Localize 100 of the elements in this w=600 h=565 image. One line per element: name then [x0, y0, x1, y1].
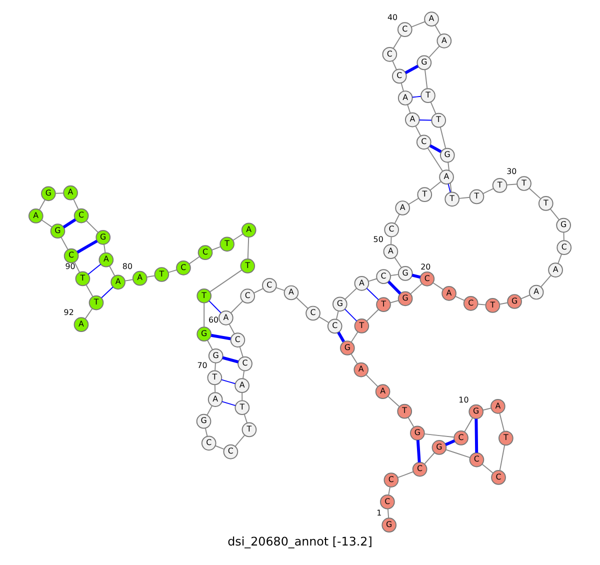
connector — [474, 418, 478, 453]
connector — [214, 384, 216, 393]
connector — [424, 69, 428, 90]
connector — [204, 428, 208, 437]
node-circle: C — [420, 271, 435, 286]
connector — [88, 264, 102, 275]
node-circle: A — [28, 208, 44, 224]
connector — [506, 184, 518, 186]
connector — [146, 275, 156, 278]
node-label: 70 — [197, 361, 208, 370]
node-circle: A — [398, 90, 413, 106]
connector — [390, 236, 392, 246]
node-circle: T — [469, 189, 484, 204]
connector — [407, 104, 411, 114]
connector — [415, 126, 422, 136]
node-circle: C — [384, 472, 399, 488]
connector — [344, 288, 358, 300]
node-circle: T — [417, 187, 432, 202]
connector — [350, 331, 358, 342]
connector — [86, 284, 94, 297]
node-circle: G — [196, 326, 212, 342]
connector — [55, 192, 64, 194]
node-circle: G — [96, 230, 111, 245]
node-circle: T — [234, 400, 250, 416]
connector — [234, 434, 246, 447]
node-circle: A — [395, 200, 410, 216]
node-circle: A — [375, 384, 390, 400]
connector — [448, 183, 451, 193]
node-label: 60 — [208, 315, 219, 324]
connector — [222, 401, 236, 406]
connector — [445, 439, 456, 446]
connector — [41, 220, 52, 228]
node-circle: C — [240, 288, 256, 304]
connector — [366, 309, 379, 322]
node-circle: G — [468, 404, 484, 420]
connector — [221, 379, 236, 384]
connector — [408, 198, 420, 205]
connector — [388, 396, 400, 407]
connector — [499, 444, 506, 472]
connector — [424, 433, 454, 438]
connector — [109, 266, 116, 276]
connector — [244, 414, 248, 424]
node-circle: T — [196, 288, 212, 304]
node-circle: A — [383, 244, 398, 260]
node-circle: G — [208, 348, 224, 364]
connector — [350, 354, 358, 364]
node-circle: T — [444, 192, 460, 207]
connector — [388, 280, 402, 295]
node-circle: T — [207, 370, 222, 386]
node-circle: T — [538, 196, 554, 211]
connector — [366, 374, 378, 388]
connector — [76, 240, 98, 254]
connector — [499, 302, 508, 305]
connector — [60, 236, 68, 250]
node-circle: A — [548, 262, 563, 278]
node-circle: A — [98, 252, 114, 268]
node-circle: A — [241, 222, 256, 238]
node-circle: G — [416, 55, 432, 70]
connector — [337, 332, 345, 342]
node-circle: T — [485, 298, 500, 313]
node-circle: C — [491, 470, 506, 485]
node-circle: C — [327, 318, 342, 334]
node-circle: A — [110, 274, 126, 290]
connector — [344, 308, 358, 322]
node-circle: T — [154, 267, 170, 282]
connector — [418, 119, 432, 121]
connector — [124, 279, 134, 282]
node-circle: A — [234, 378, 250, 394]
connector — [400, 82, 404, 92]
node-circle: C — [262, 278, 277, 293]
node-circle: C — [397, 22, 412, 37]
node-circle: G — [332, 296, 348, 312]
node-circle: A — [284, 285, 299, 300]
node-circle: C — [556, 240, 572, 256]
connector — [74, 262, 80, 273]
connector — [446, 449, 470, 458]
connector — [206, 405, 213, 416]
connector — [388, 486, 390, 496]
node-circle: A — [528, 284, 544, 300]
connector — [390, 300, 400, 304]
connector — [38, 199, 46, 210]
connector — [366, 288, 379, 300]
connector — [520, 294, 530, 300]
connector — [540, 275, 552, 288]
node-label: 20 — [420, 262, 431, 272]
connector — [276, 287, 285, 291]
node-circle: A — [490, 398, 506, 414]
node-circle: A — [354, 276, 370, 291]
node-circle: T — [492, 178, 508, 193]
node-label: 30 — [506, 167, 517, 176]
node-circle: C — [463, 296, 478, 311]
connector — [428, 46, 440, 58]
connector — [230, 300, 244, 314]
node-circle: C — [198, 245, 213, 260]
node-circle: C — [469, 452, 484, 468]
node-circle: G — [340, 340, 355, 356]
node-circle: G — [410, 426, 425, 441]
connector — [228, 324, 235, 334]
node-circle: T — [498, 430, 514, 446]
node-circle: A — [354, 362, 369, 378]
